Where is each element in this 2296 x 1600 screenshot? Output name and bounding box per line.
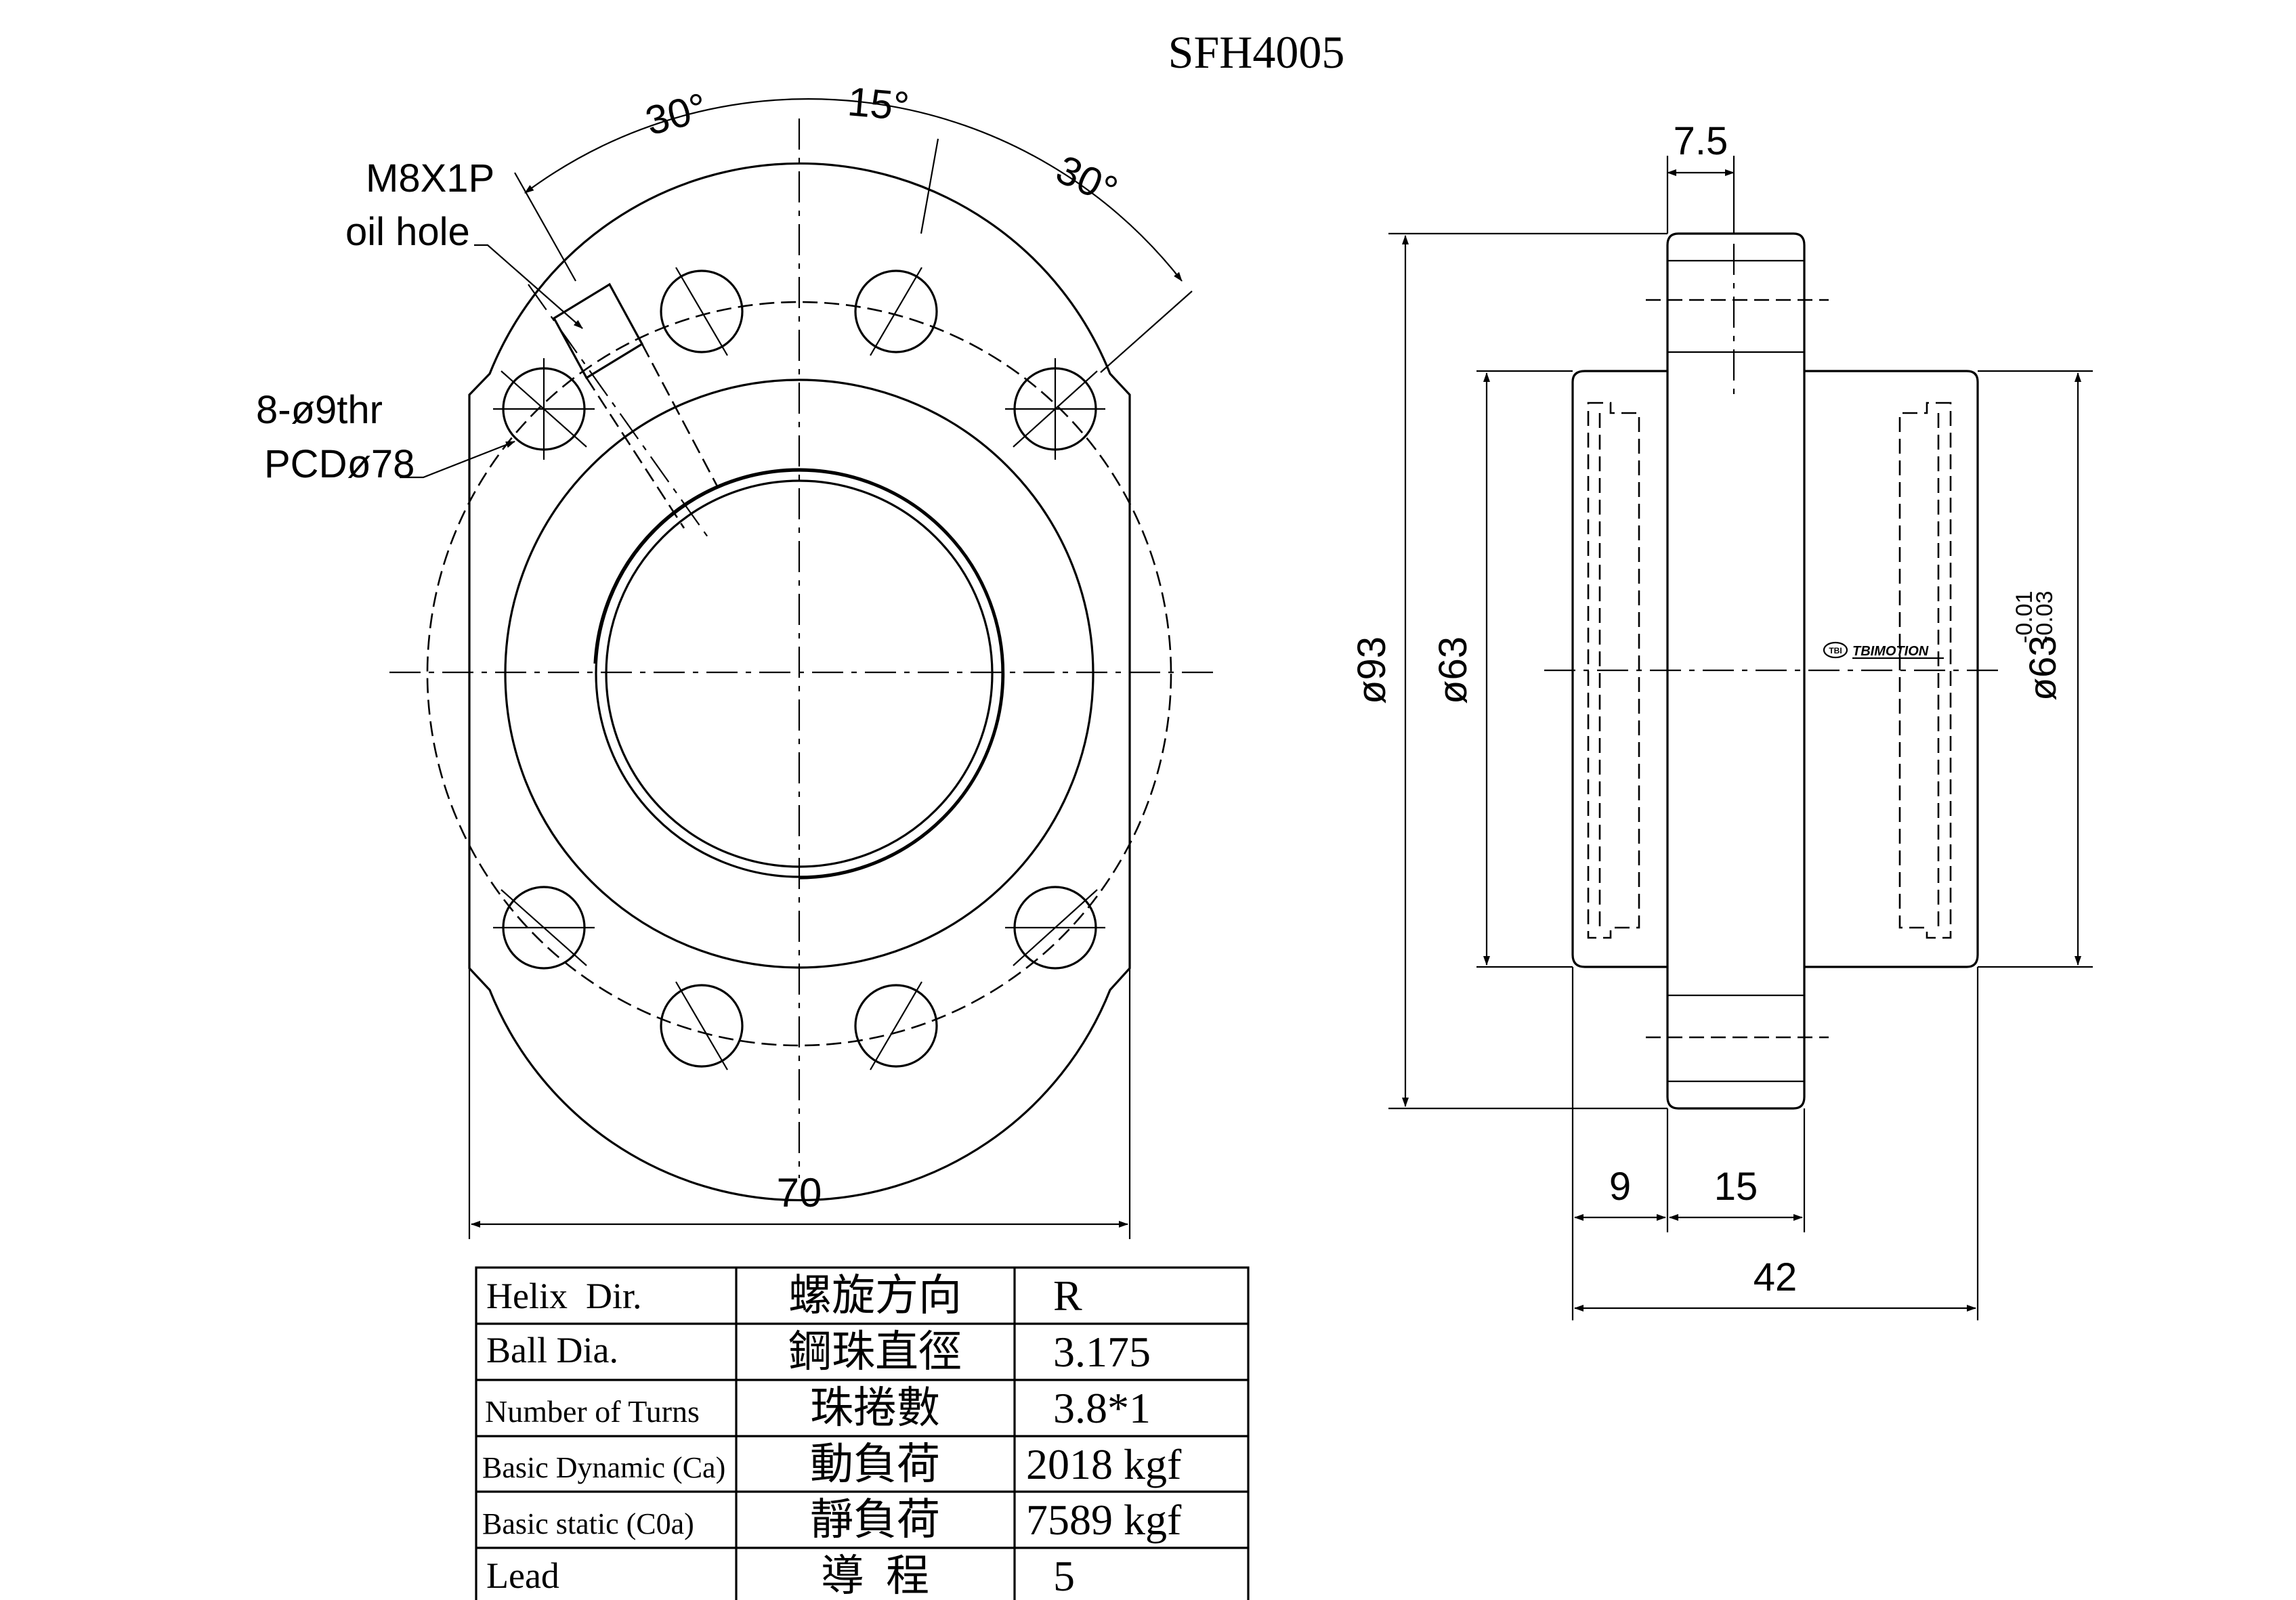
logo-badge: TBI [1829, 646, 1842, 655]
bolt-hole [660, 981, 744, 1071]
spec-table: Helix Dir. 螺旋方向 R Ball Dia. 鋼珠直徑 3.175 N… [475, 1266, 1250, 1600]
return-tube-left [1587, 402, 1640, 939]
bolt-holes-spec: 8-ø9thr [256, 388, 383, 432]
spec-en-ball: Ball Dia. [486, 1330, 618, 1370]
spec-val-static: 7589 kgf [1026, 1496, 1182, 1544]
nut-body [1571, 370, 1979, 968]
pcd-circle [426, 301, 1172, 1047]
return-tube-right [1898, 402, 1952, 939]
bolt-hole [493, 886, 595, 970]
spec-zh-turns: 珠捲數 [810, 1384, 940, 1432]
dim-9-label: 9 [1609, 1165, 1631, 1209]
spec-val-ball: 3.175 [1053, 1328, 1151, 1376]
spec-en-helix: Helix Dir. [486, 1276, 641, 1316]
front-view: 30° 15° 30° M8X1P oil hole 8-ø9thr PCDø7… [256, 79, 1216, 1239]
side-view: TBI TBIMOTION 7.5 ø93 ø63 ø63 -0.01 -0.0… [1350, 119, 2093, 1320]
width-dim-label: 70 [777, 1170, 822, 1215]
flange-thickness-label: 7.5 [1674, 119, 1728, 163]
drawing-title: SFH4005 [1168, 26, 1345, 78]
bolt-hole [493, 358, 595, 460]
angle-right-label: 30° [1050, 146, 1125, 213]
oil-hole-spec: M8X1P [366, 156, 494, 200]
tbimotion-logo: TBI TBIMOTION [1823, 641, 1944, 660]
pcd-label: PCDø78 [264, 442, 414, 486]
angle-dim-arc [524, 98, 1183, 282]
bolt-hole [854, 267, 938, 356]
spec-val-turns: 3.8*1 [1053, 1384, 1151, 1432]
oil-hole-label: oil hole [345, 210, 470, 254]
bolt-hole [660, 267, 744, 356]
oil-hole [528, 282, 719, 542]
bolt-hole [854, 981, 938, 1071]
angle-mid-label: 15° [846, 79, 911, 129]
spec-en-turns: Number of Turns [485, 1394, 700, 1429]
spec-zh-helix: 螺旋方向 [788, 1272, 962, 1320]
dim-42-label: 42 [1753, 1255, 1798, 1299]
logo-text: TBIMOTION [1852, 644, 1929, 659]
body-tol-lower: -0.03 [2032, 591, 2058, 644]
spec-val-helix: R [1053, 1272, 1082, 1320]
spec-en-dynamic: Basic Dynamic (Ca) [482, 1451, 725, 1484]
bore-thread-arc [593, 468, 1005, 880]
flange-dia-label: ø93 [1350, 636, 1394, 704]
bolt-holes-leader [400, 440, 515, 479]
body-tol-upper: -0.01 [2012, 591, 2037, 644]
spec-val-lead: 5 [1053, 1552, 1075, 1600]
spec-zh-lead: 導 程 [821, 1552, 929, 1600]
spec-val-dynamic: 2018 kgf [1026, 1440, 1182, 1488]
spec-zh-ball: 鋼珠直徑 [788, 1328, 962, 1376]
spec-en-lead: Lead [486, 1555, 559, 1596]
spec-zh-static: 靜負荷 [810, 1496, 940, 1544]
angle-left-label: 30° [641, 84, 712, 144]
bolt-hole [1005, 886, 1105, 970]
spec-zh-dynamic: 動負荷 [810, 1440, 940, 1488]
body-tol-base: ø63 [2021, 636, 2064, 701]
dim-15-label: 15 [1714, 1165, 1758, 1209]
spec-en-static: Basic static (C0a) [482, 1507, 694, 1540]
body-dia-label: ø63 [1431, 636, 1475, 704]
oil-hole-leader [474, 244, 583, 329]
nut-flange [1666, 232, 1806, 1110]
bolt-hole [1005, 358, 1105, 460]
